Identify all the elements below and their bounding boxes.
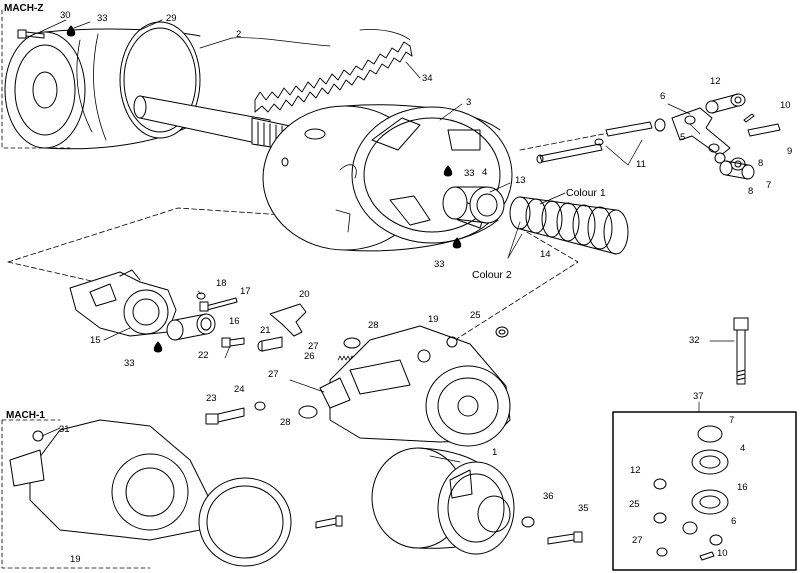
callout-18: 18 [216,278,227,289]
callout-31: 31 [59,424,70,435]
callout-36: 36 [543,491,554,502]
callout-5: 5 [680,132,686,143]
movable-sheave [262,104,513,252]
callout-17: 17 [240,286,251,297]
callout-7: 7 [729,415,735,426]
callout-19: 19 [428,314,439,325]
mach-1-label: MACH-1 [6,410,45,421]
drop-marker-33d [153,341,163,353]
bolt-23 [205,407,245,425]
callout-1: 1 [492,447,498,458]
callout-7: 7 [766,180,772,191]
mach-1-governor [9,419,292,567]
mach-1-outline [1,419,151,569]
callout-28: 28 [280,417,291,428]
callout-4: 4 [740,443,746,454]
callout-12: 12 [710,76,721,87]
callout-35: 35 [578,503,589,514]
callout-25: 25 [470,310,481,321]
callout-16: 16 [229,316,240,327]
callout-21: 21 [260,325,271,336]
kit-box [612,411,797,571]
callout-10: 10 [780,100,791,111]
washer-18 [196,292,206,300]
callout-9: 9 [787,146,793,157]
callout-15: 15 [90,335,101,346]
insert-28b [298,405,318,419]
callout-6: 6 [731,516,737,527]
screw-30 [17,29,45,39]
pin-9 [747,123,781,137]
drop-marker-33a [66,25,76,37]
callout-28: 28 [368,320,379,331]
callout-33: 33 [434,259,445,270]
callout-33: 33 [97,13,108,24]
callout-3: 3 [466,97,472,108]
washer-36 [521,516,535,528]
callout-12: 12 [630,465,641,476]
callout-22: 22 [198,350,209,361]
bolt-31 [315,515,343,529]
callout-33: 33 [464,168,475,179]
callout-8: 8 [748,186,754,197]
callout-19: 19 [70,554,81,565]
callout-27: 27 [308,341,319,352]
callout-4: 4 [482,167,488,178]
fixed-sheave [4,21,201,150]
washer-24 [254,401,266,411]
callout-33: 33 [124,358,135,369]
callout-34: 34 [422,73,433,84]
arm-5 [671,107,731,157]
callout-6: 6 [660,91,666,102]
callout-27: 27 [268,369,279,380]
bolt-17 [199,297,238,312]
bushing-16a [166,313,216,341]
callout-24: 24 [234,384,245,395]
spring [509,196,629,255]
pin-10a [743,113,755,123]
washer-8 [714,152,746,171]
callout-32: 32 [689,335,700,346]
bolt-32 [733,317,749,385]
drop-marker-33c [452,237,462,249]
nut-25a [495,326,509,338]
link-20 [269,303,307,337]
callout-16: 16 [737,482,748,493]
roller-7a [719,160,755,180]
sheave-1 [371,447,515,555]
bolt-22 [221,337,245,348]
callout-25: 25 [629,499,640,510]
callout-27: 27 [632,535,643,546]
mach-z-label: MACH-Z [4,3,44,14]
pin-21 [257,336,283,352]
callout-26: 26 [304,351,315,362]
callout-20: 20 [299,289,310,300]
insert-28a [343,337,361,349]
callout-13: 13 [515,175,526,186]
callout-11: 11 [636,159,646,170]
pin-11 [536,118,666,164]
roller-12a [705,93,746,114]
callout-29: 29 [166,13,177,24]
spring-26 [337,355,355,361]
drop-marker-33b [443,165,453,177]
callout-2: 2 [236,29,242,40]
bolt-35 [547,531,583,545]
drive-belt [231,29,413,113]
callout-10: 10 [717,548,728,559]
callout-23: 23 [206,393,217,404]
colour-2-label: Colour 2 [472,269,512,281]
bushing-13 [442,186,505,224]
callout-8: 8 [758,158,764,169]
callout-37: 37 [693,391,704,402]
callout-30: 30 [60,10,71,21]
governor-19 [319,325,511,447]
leader-lines [39,19,735,463]
colour-1-label: Colour 1 [566,187,606,199]
callout-14: 14 [540,249,551,260]
